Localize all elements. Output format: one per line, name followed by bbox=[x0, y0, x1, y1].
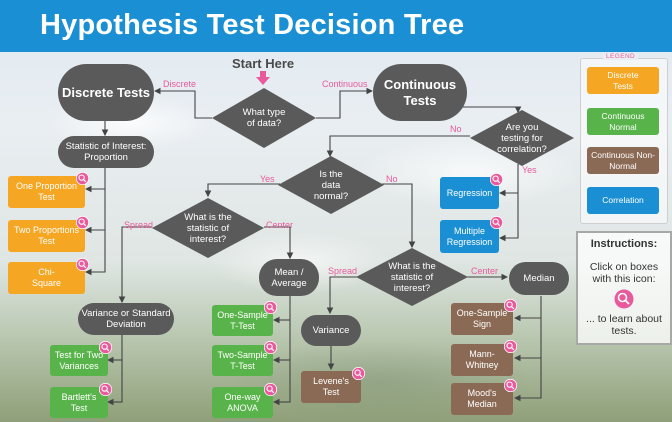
chi-square-box[interactable]: Chi-Square bbox=[8, 262, 85, 294]
legend-continuous-non-normal: Continuous Non-Normal bbox=[587, 147, 659, 174]
edge-label-center-non-normal: Center bbox=[471, 266, 498, 276]
legend-title: LEGEND bbox=[603, 53, 638, 60]
edge-label-spread-non-normal: Spread bbox=[328, 266, 357, 276]
statistic-decision-non-normal-text: What is the statistic of interest? bbox=[356, 248, 468, 306]
legend-correlation: Correlation bbox=[587, 187, 659, 214]
edge-label-continuous: Continuous bbox=[322, 79, 368, 89]
magnifier-icon[interactable] bbox=[264, 301, 277, 314]
discrete-tests-node: Discrete Tests bbox=[58, 64, 154, 121]
correlation-decision-text: Are you testing for correlation? bbox=[470, 110, 574, 166]
edge-label-no-normal: No bbox=[386, 174, 398, 184]
legend-continuous-normal: Continuous Normal bbox=[587, 108, 659, 135]
instructions-panel: Instructions: Click on boxes with this i… bbox=[576, 231, 672, 345]
magnifier-icon[interactable] bbox=[76, 216, 89, 229]
magnifier-icon[interactable] bbox=[99, 341, 112, 354]
magnifier-icon[interactable] bbox=[352, 367, 365, 380]
continuous-tests-node: Continuous Tests bbox=[373, 64, 467, 121]
one-proportion-test-box[interactable]: One Proportion Test bbox=[8, 176, 85, 208]
normality-decision-text: Is the data normal? bbox=[278, 156, 384, 214]
magnifier-icon[interactable] bbox=[76, 258, 89, 271]
edge-label-yes-correlation: Yes bbox=[522, 165, 537, 175]
magnifier-icon[interactable] bbox=[504, 340, 517, 353]
what-type-of-data-text: What type of data? bbox=[212, 88, 316, 148]
magnifier-icon[interactable] bbox=[490, 216, 503, 229]
variance-node: Variance bbox=[301, 315, 361, 346]
instructions-line1: Click on boxes with this icon: bbox=[580, 261, 668, 285]
start-label: Start Here bbox=[232, 56, 294, 71]
statistic-decision-normal-text: What is the statistic of interest? bbox=[152, 198, 264, 258]
normality-decision: Is the data normal? bbox=[278, 156, 384, 214]
instructions-line2: ... to learn about tests. bbox=[580, 313, 668, 337]
magnifier-icon[interactable] bbox=[264, 341, 277, 354]
magnifier-icon[interactable] bbox=[504, 299, 517, 312]
edge-label-discrete: Discrete bbox=[163, 79, 196, 89]
magnifier-icon[interactable] bbox=[490, 173, 503, 186]
median-node: Median bbox=[509, 262, 569, 295]
two-proportions-test-box[interactable]: Two Proportions Test bbox=[8, 220, 85, 252]
edge-label-center-normal: Center bbox=[266, 220, 293, 230]
magnifier-icon[interactable] bbox=[504, 379, 517, 392]
instructions-heading: Instructions: bbox=[578, 238, 670, 250]
statistic-decision-non-normal: What is the statistic of interest? bbox=[356, 248, 468, 306]
magnifier-icon[interactable] bbox=[264, 383, 277, 396]
legend-discrete: Discrete Tests bbox=[587, 67, 659, 94]
variance-sd-node: Variance or Standard Deviation bbox=[78, 303, 174, 335]
edge-label-spread-normal: Spread bbox=[124, 220, 153, 230]
what-type-of-data-decision: What type of data? bbox=[212, 88, 316, 148]
correlation-decision: Are you testing for correlation? bbox=[470, 110, 574, 166]
arrow-down-icon bbox=[256, 71, 270, 85]
statistic-decision-normal: What is the statistic of interest? bbox=[152, 198, 264, 258]
magnifier-icon[interactable] bbox=[76, 172, 89, 185]
magnifier-icon[interactable] bbox=[99, 383, 112, 396]
edge-label-yes-normal: Yes bbox=[260, 174, 275, 184]
mean-average-node: Mean / Average bbox=[259, 259, 319, 296]
edge-label-no-correlation: No bbox=[450, 124, 462, 134]
statistic-proportion-node: Statistic of Interest: Proportion bbox=[58, 136, 154, 168]
legend: LEGEND Discrete Tests Continuous Normal … bbox=[580, 58, 668, 224]
magnifier-icon bbox=[614, 289, 634, 309]
